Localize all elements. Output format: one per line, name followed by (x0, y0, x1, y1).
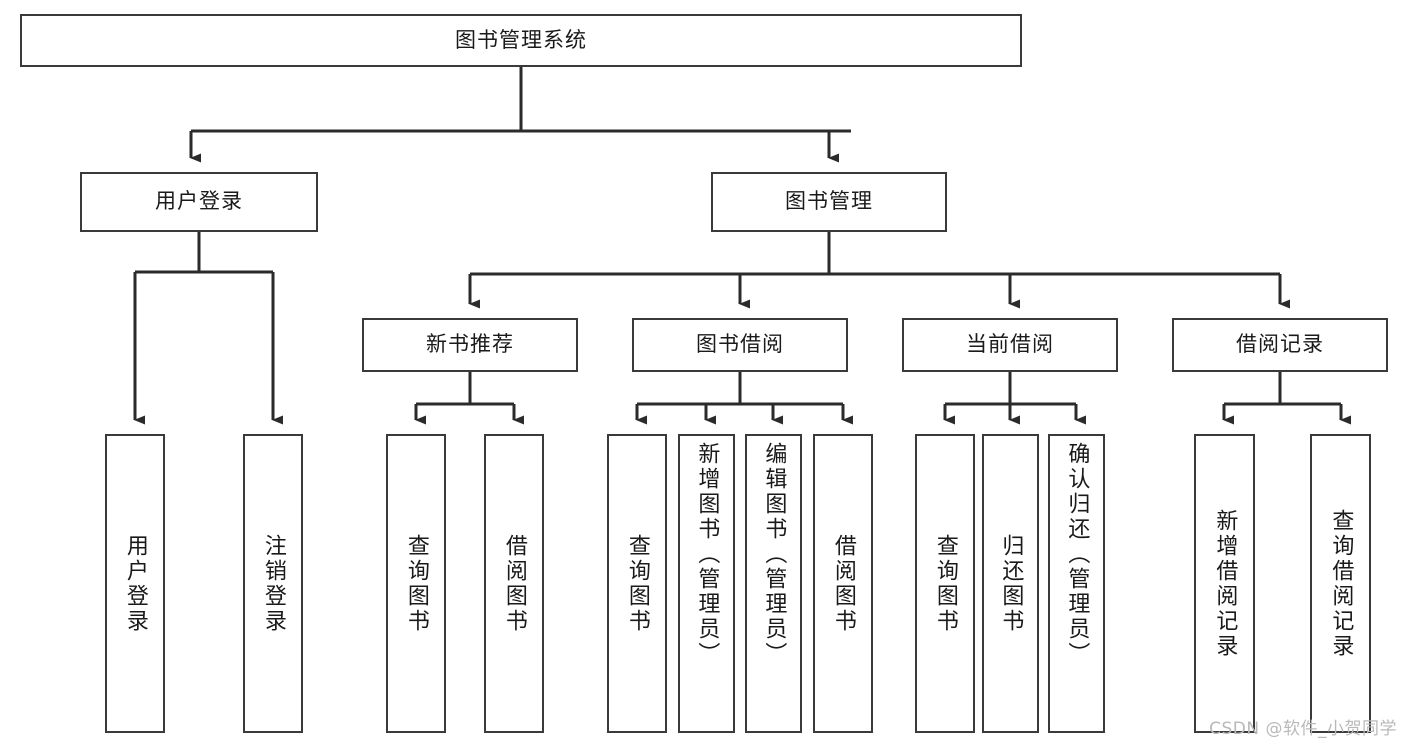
node-root[interactable]: 图书管理系统 (20, 14, 1022, 67)
leaf-borrow-book-recommend-label: 借阅图书 (501, 533, 527, 634)
leaf-return-book-label: 归还图书 (998, 533, 1024, 634)
leaf-borrow-book-recommend[interactable]: 借阅图书 (484, 434, 544, 733)
leaf-query-borrow-record[interactable]: 查询借阅记录 (1310, 434, 1371, 733)
leaf-query-book-recommend-label: 查询图书 (403, 533, 429, 634)
node-book-management-label: 图书管理 (785, 189, 873, 214)
leaf-return-book[interactable]: 归还图书 (982, 434, 1039, 733)
leaf-edit-book-admin[interactable]: 编辑图书（管理员） (745, 434, 802, 733)
leaf-confirm-return-admin[interactable]: 确认归还（管理员） (1048, 434, 1105, 733)
leaf-borrow-book-label: 借阅图书 (830, 533, 856, 634)
leaf-user-login-label: 用户登录 (122, 533, 148, 634)
node-user-login[interactable]: 用户登录 (80, 172, 318, 232)
leaf-add-book-admin-label: 新增图书（管理员） (694, 442, 720, 667)
leaf-add-borrow-record[interactable]: 新增借阅记录 (1194, 434, 1255, 733)
leaf-confirm-return-admin-label: 确认归还（管理员） (1064, 442, 1090, 667)
watermark: CSDN @软件_小贺同学 (1209, 719, 1397, 739)
leaf-add-book-admin[interactable]: 新增图书（管理员） (678, 434, 735, 733)
leaf-add-borrow-record-label: 新增借阅记录 (1212, 508, 1238, 659)
leaf-edit-book-admin-label: 编辑图书（管理员） (761, 442, 787, 667)
leaf-logout-label: 注销登录 (260, 533, 286, 634)
node-book-borrow[interactable]: 图书借阅 (632, 318, 848, 372)
node-user-login-label: 用户登录 (155, 189, 243, 214)
leaf-query-book-current[interactable]: 查询图书 (915, 434, 975, 733)
node-current-borrow-label: 当前借阅 (966, 332, 1054, 357)
node-book-management[interactable]: 图书管理 (711, 172, 947, 232)
leaf-borrow-book[interactable]: 借阅图书 (813, 434, 873, 733)
node-new-book-recommend[interactable]: 新书推荐 (362, 318, 578, 372)
node-borrow-record[interactable]: 借阅记录 (1172, 318, 1388, 372)
leaf-query-book-borrow-label: 查询图书 (624, 533, 650, 634)
node-current-borrow[interactable]: 当前借阅 (902, 318, 1118, 372)
node-root-label: 图书管理系统 (455, 27, 587, 52)
node-new-book-recommend-label: 新书推荐 (426, 332, 514, 357)
leaf-logout[interactable]: 注销登录 (243, 434, 303, 733)
node-borrow-record-label: 借阅记录 (1236, 332, 1324, 357)
leaf-query-book-recommend[interactable]: 查询图书 (386, 434, 446, 733)
node-book-borrow-label: 图书借阅 (696, 332, 784, 357)
leaf-query-borrow-record-label: 查询借阅记录 (1328, 508, 1354, 659)
leaf-query-book-borrow[interactable]: 查询图书 (607, 434, 667, 733)
leaf-query-book-current-label: 查询图书 (932, 533, 958, 634)
leaf-user-login[interactable]: 用户登录 (105, 434, 165, 733)
